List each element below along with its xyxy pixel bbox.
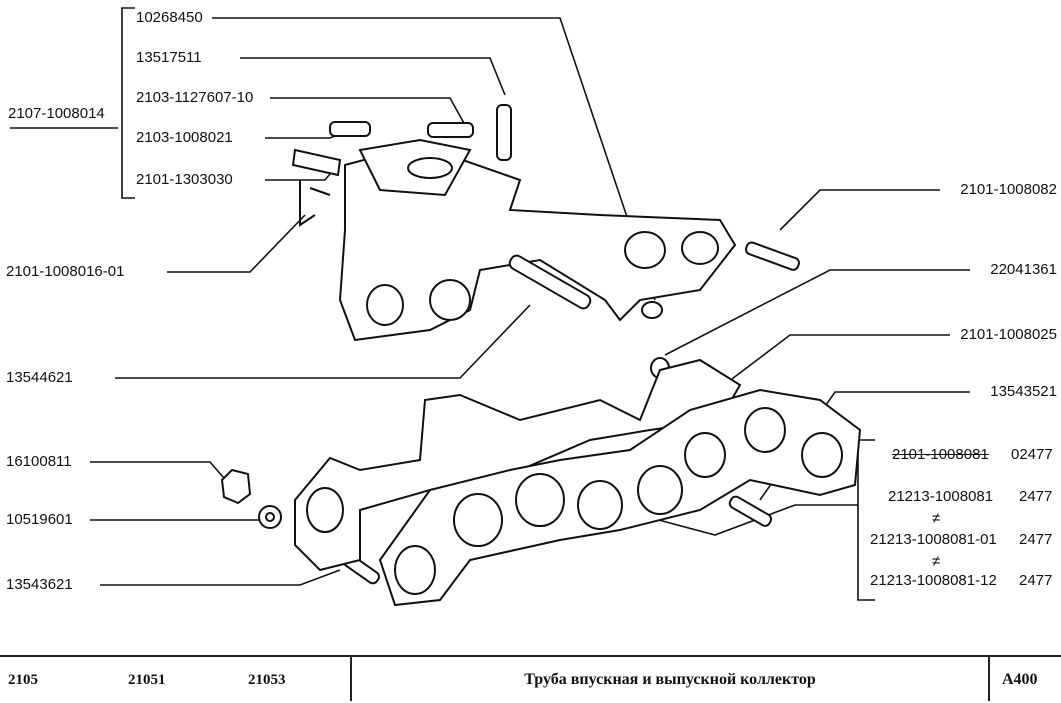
nut-16100811 — [220, 468, 252, 505]
label-2101-1303030: 2101-1303030 — [136, 171, 233, 188]
footer-model-21053: 21053 — [248, 672, 286, 688]
leader-13517511 — [240, 57, 506, 96]
gasket-variant-1-code: 21213-1008081 — [888, 488, 994, 505]
gasket-variant-1-qty: 2477 — [1019, 488, 1053, 505]
manifold-gasket — [378, 388, 862, 607]
footer-model-21051: 21051 — [128, 672, 166, 688]
label-22041361: 22041361 — [990, 261, 1057, 278]
leader-2103-1127607-10 — [270, 97, 466, 126]
leader-13544621 — [115, 304, 531, 379]
group-bracket — [121, 7, 135, 199]
footer-divider-2 — [988, 657, 990, 701]
label-10268450: 10268450 — [136, 9, 203, 26]
gasket-variant-0-qty: 02477 — [1011, 446, 1053, 463]
label-group-2107-1008014: 2107-1008014 — [8, 105, 105, 122]
label-13543521: 13543521 — [990, 383, 1057, 400]
gasket-variant-0-code: 2101-1008081 — [892, 446, 989, 463]
gasket-bracket — [857, 439, 875, 601]
gasket-variant-3-code: 21213-1008081-12 — [870, 572, 997, 589]
label-2103-1127607-10: 2103-1127607-10 — [136, 89, 254, 106]
fitting-2103-1127607-10 — [427, 122, 474, 138]
leader-2101-1008025 — [719, 334, 950, 389]
stud-2101-1008082 — [744, 241, 800, 271]
gasket-variant-2-code: 21213-1008081-01 — [870, 531, 997, 548]
leader-2101-1008082 — [779, 189, 940, 231]
exhaust-manifold — [294, 358, 742, 572]
label-13543621: 13543621 — [6, 576, 73, 593]
label-13517511: 13517511 — [136, 49, 202, 66]
label-10519601: 10519601 — [6, 511, 73, 528]
tube-2101-1008016-01 — [299, 180, 331, 227]
leader-22041361 — [664, 269, 970, 356]
label-16100811: 16100811 — [6, 453, 72, 470]
gasket-variant-2-qty: 2477 — [1019, 531, 1053, 548]
label-2101-1008025: 2101-1008025 — [960, 326, 1057, 343]
footer-model-2105: 2105 — [8, 672, 38, 688]
nut-10268450 — [641, 301, 663, 319]
leader-2101-1008016-01 — [167, 214, 306, 273]
fitting-2101-1303030 — [291, 148, 342, 177]
stud-13543521 — [728, 495, 773, 527]
leader-16100811 — [90, 461, 231, 486]
stud-13544621 — [508, 254, 592, 310]
bolt-2103-1008021 — [329, 121, 371, 137]
footer-bar: 2105 21051 21053 Труба впускная и выпуск… — [0, 655, 1061, 701]
gasket-separator-1: ≠ — [932, 510, 941, 527]
label-2101-1008082: 2101-1008082 — [960, 181, 1057, 198]
intake-manifold — [338, 138, 737, 342]
parts-diagram — [10, 7, 970, 607]
footer-code: A400 — [1002, 671, 1038, 688]
stud-13517511 — [496, 104, 512, 161]
label-13544621: 13544621 — [6, 369, 73, 386]
label-2101-1008016-01: 2101-1008016-01 — [6, 263, 125, 280]
gasket-variant-3-qty: 2477 — [1019, 572, 1053, 589]
footer-divider-1 — [350, 657, 352, 701]
leader-10268450 — [212, 17, 656, 301]
label-2103-1008021: 2103-1008021 — [136, 129, 233, 146]
leader-13543621 — [100, 569, 341, 586]
gasket-separator-2: ≠ — [932, 553, 941, 570]
footer-title: Труба впускная и выпускной коллектор — [524, 671, 816, 688]
